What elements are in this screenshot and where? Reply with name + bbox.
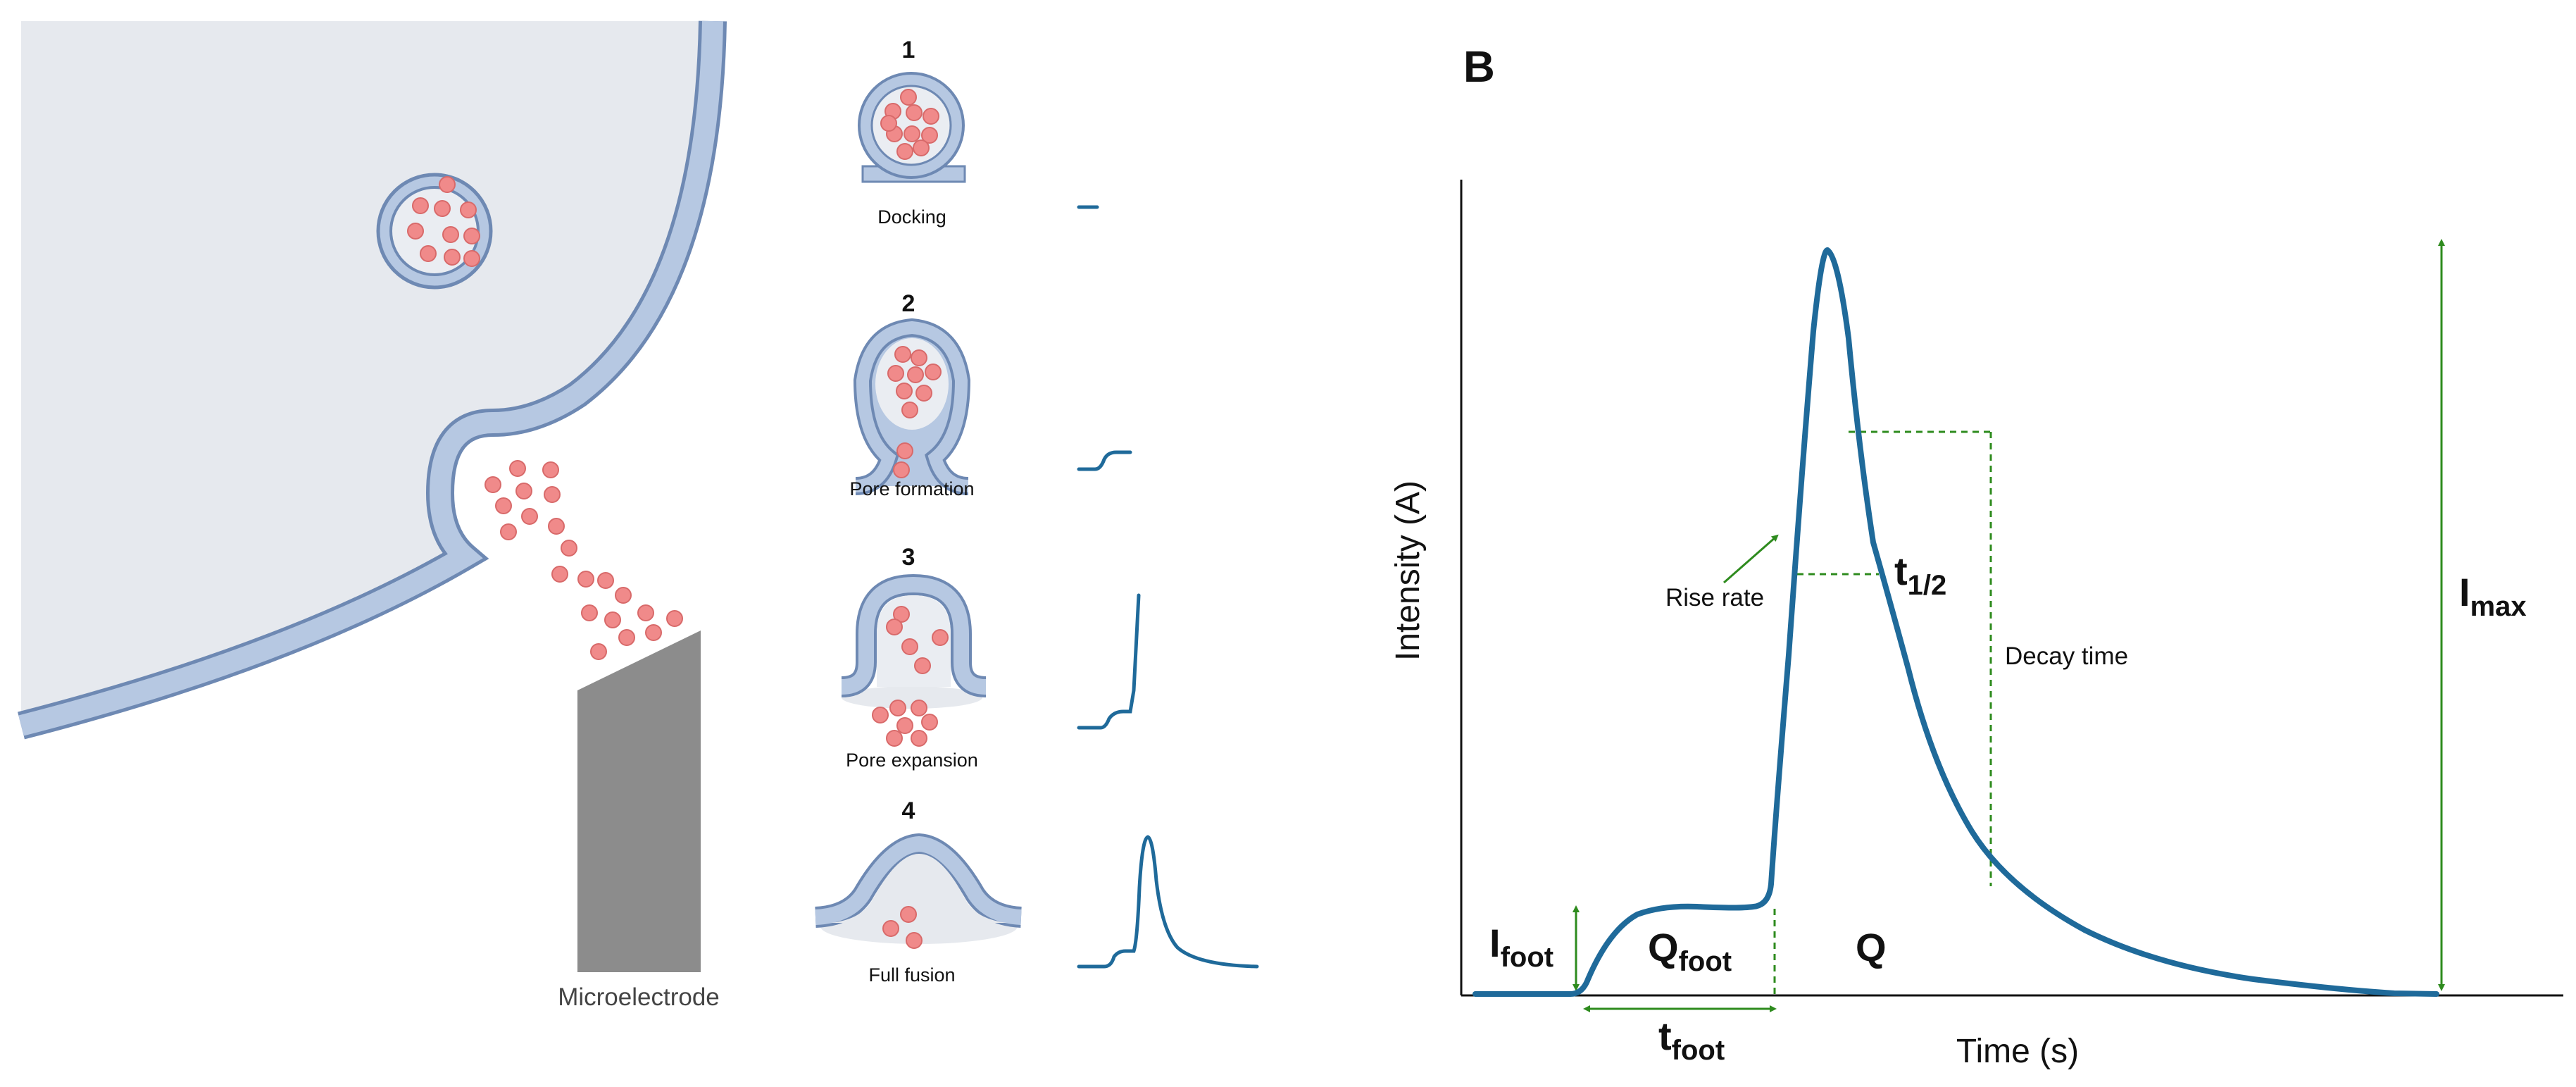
microelectrode-label: Microelectrode [558, 983, 720, 1011]
measurement-arrows [1573, 239, 2445, 1012]
step-1-number: 1 [902, 37, 915, 63]
mini-trace-pore-formation [1077, 450, 1132, 471]
q-label: Q [1856, 925, 1887, 969]
cell-membrane [18, 20, 723, 736]
step-3-pore-expansion: 3 Pore expansion [841, 544, 987, 771]
t-foot-label: tfoot [1658, 1014, 1725, 1066]
t-half-label: t1/2 [1894, 549, 1946, 601]
mini-traces [1077, 205, 1259, 969]
microelectrode [577, 631, 701, 972]
i-max-label: Imax [2459, 570, 2527, 622]
step-3-label: Pore expansion [846, 750, 978, 771]
decay-time-label: Decay time [2005, 642, 2128, 670]
rise-rate-label: Rise rate [1665, 584, 1764, 611]
spike-trace [1473, 247, 2439, 997]
step-2-pore-formation: 2 Pore formation [849, 290, 974, 499]
step-2-number: 2 [902, 290, 915, 317]
cell-cytoplasm [21, 21, 713, 726]
mini-trace-pore-expansion [1077, 593, 1141, 730]
released-granules [484, 460, 683, 660]
step-4-full-fusion: 4 Full fusion [814, 797, 1023, 986]
q-foot-label: Qfoot [1648, 925, 1732, 977]
step-1-label: Docking [877, 206, 946, 228]
intracellular-vesicle [376, 173, 493, 290]
i-foot-label: Ifoot [1489, 921, 1553, 973]
step-3-number: 3 [902, 544, 915, 571]
cell [18, 20, 727, 740]
panel-a: A [18, 20, 1259, 1011]
guide-lines [1773, 430, 1992, 995]
mini-trace-full-fusion [1077, 835, 1259, 969]
step-4-label: Full fusion [868, 964, 955, 986]
step-4-number: 4 [902, 797, 915, 824]
x-axis-label: Time (s) [1956, 1033, 2079, 1070]
y-axis-label: Intensity (A) [1389, 480, 1427, 661]
rise-rate-arrow [1723, 534, 1779, 584]
panel-b-letter: B [1463, 43, 1495, 92]
step-2-label: Pore formation [849, 478, 974, 499]
step-1-docking: 1 Docking [858, 37, 966, 228]
panel-b: B Intensity (A) Time (s) Rise rate Decay… [1389, 43, 2563, 1070]
